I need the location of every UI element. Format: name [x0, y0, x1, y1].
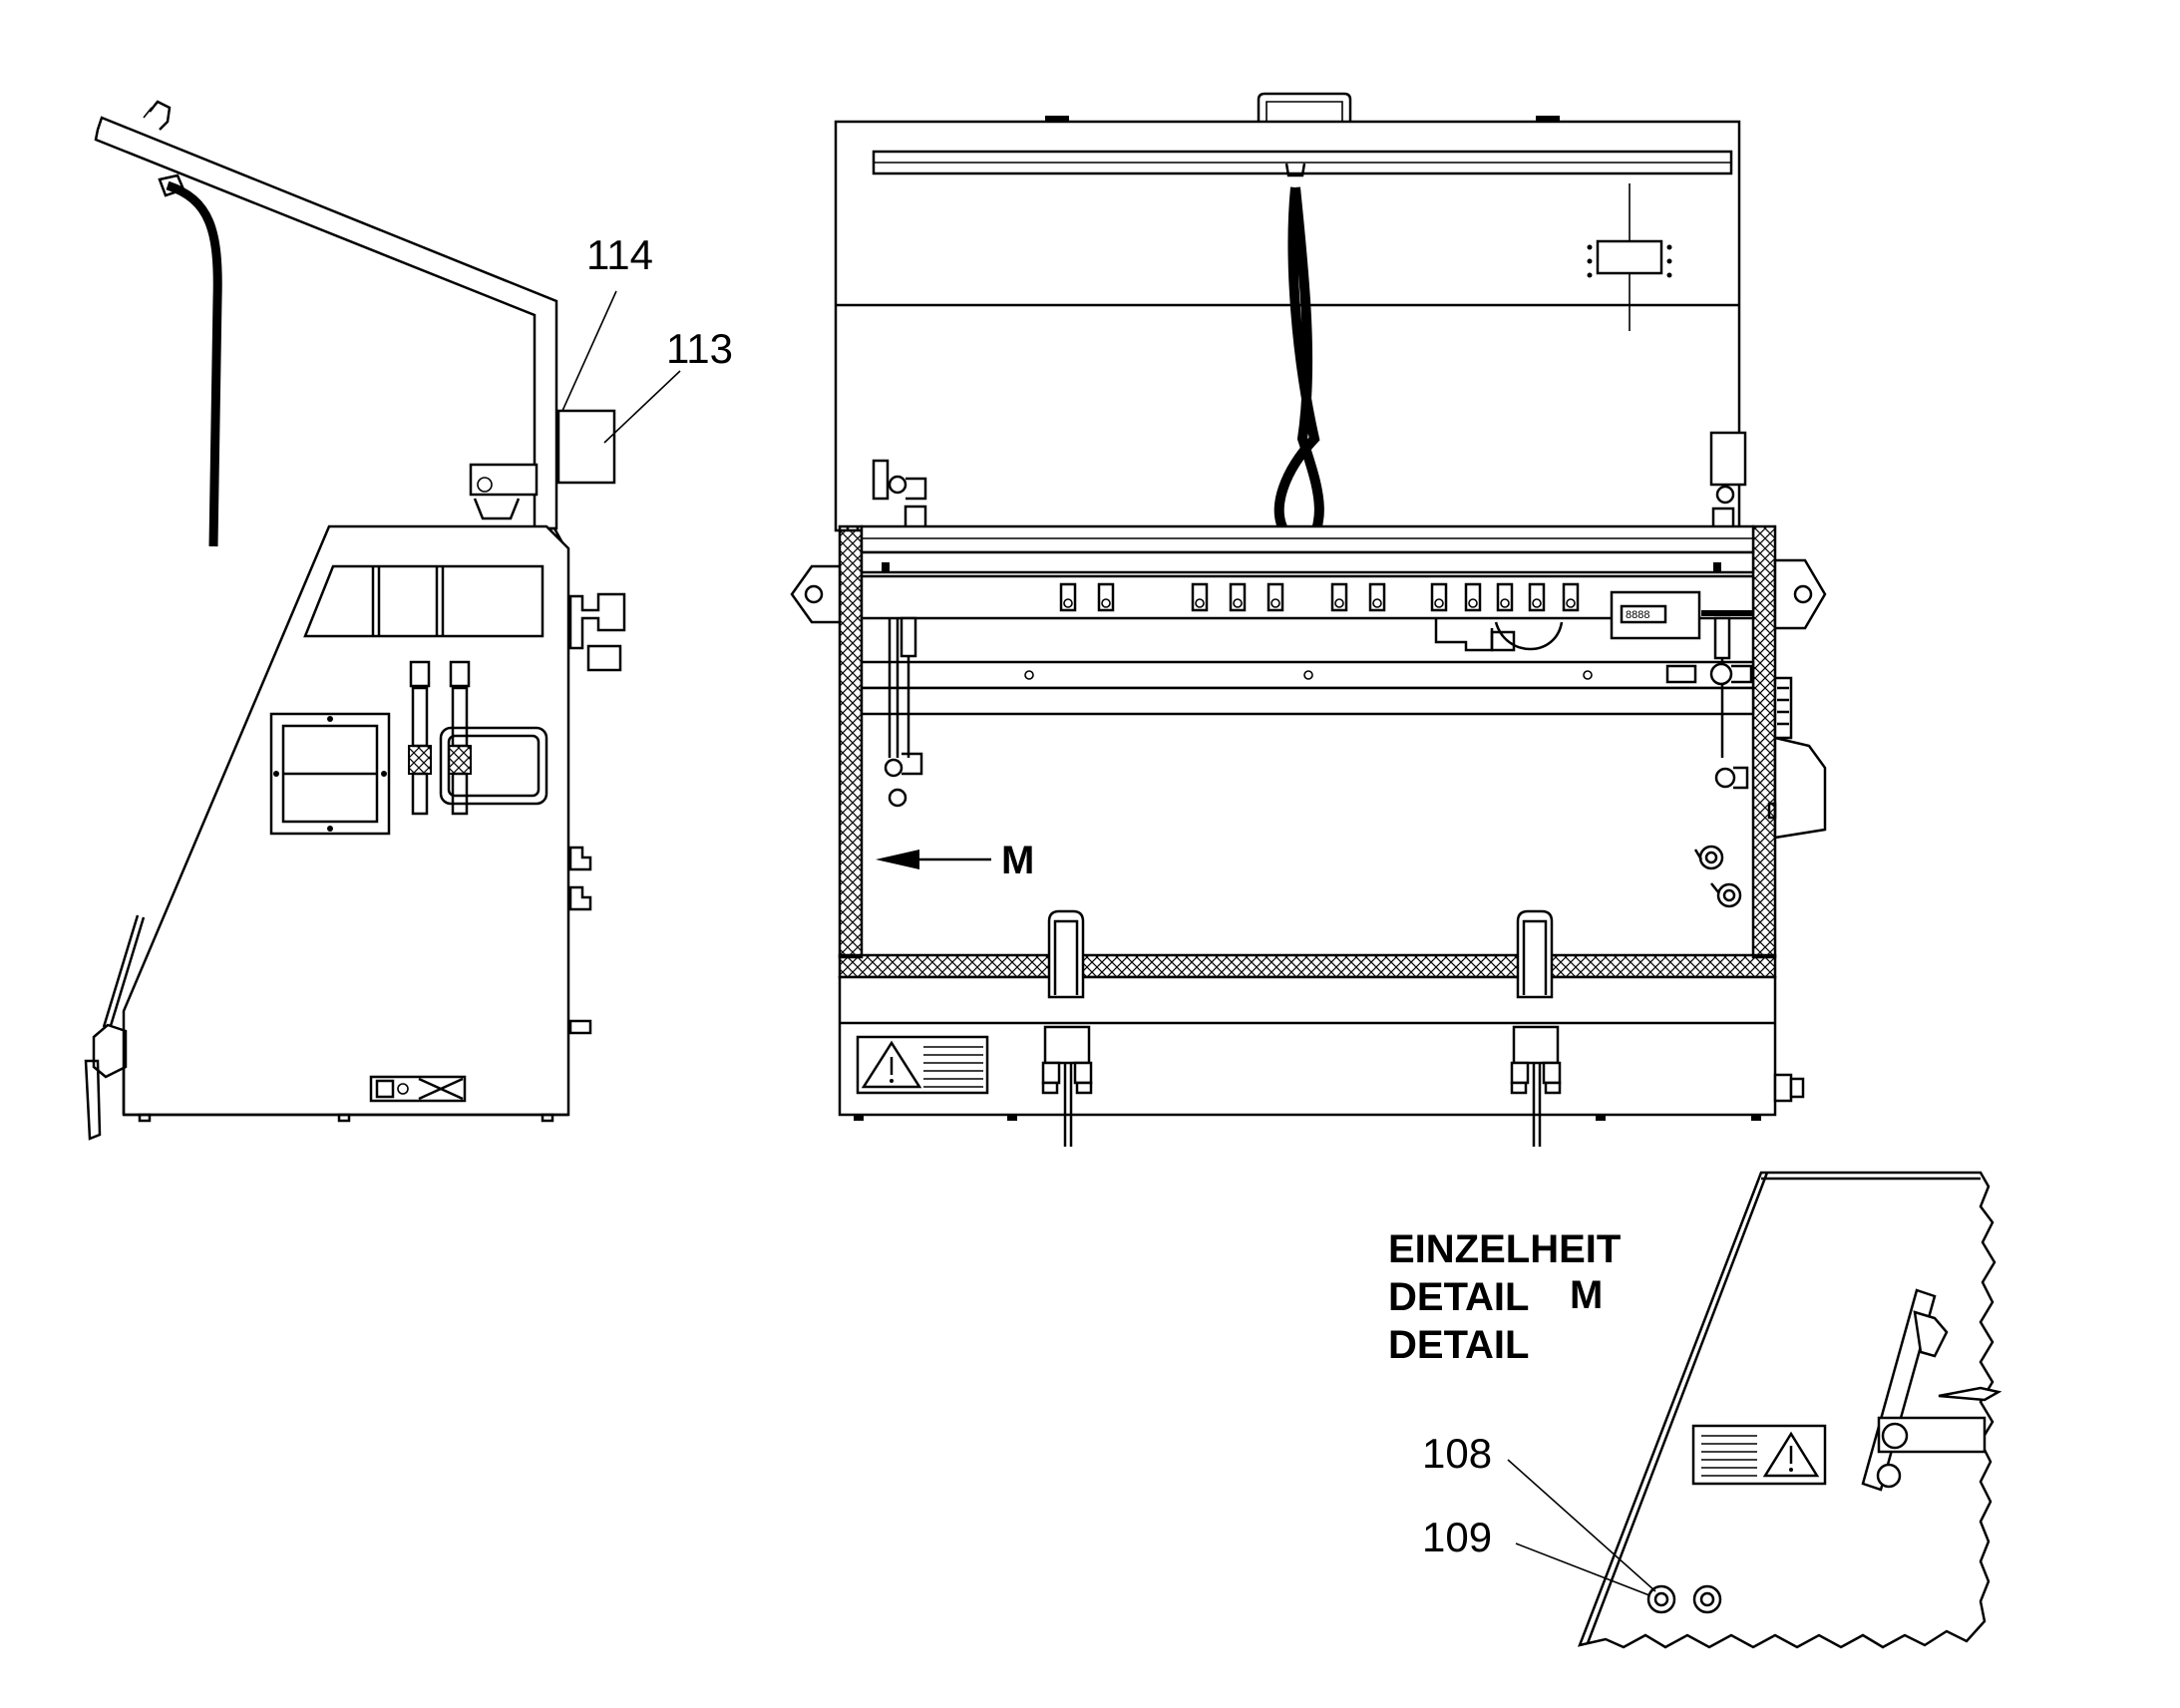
- rail-switch: [1430, 582, 1448, 612]
- front-lower-body: [838, 975, 1777, 1117]
- part-113-block: [556, 409, 616, 485]
- front-switch-row: [1059, 582, 1580, 612]
- front-left-lug: [790, 564, 842, 624]
- rail-switch: [1368, 582, 1386, 612]
- side-lid-rope: [166, 180, 222, 547]
- detail-m-body: [1577, 1171, 1997, 1649]
- front-control-rail: [860, 574, 1755, 620]
- detail-title-line2: DETAIL: [1388, 1275, 1529, 1319]
- front-clamp-left: [1041, 909, 1093, 1147]
- rail-switch-knob: [1233, 598, 1243, 608]
- front-right-lug: [1773, 558, 1827, 630]
- rail-switch: [1330, 582, 1348, 612]
- side-handle: [439, 726, 548, 806]
- rail-switch-knob: [1101, 598, 1111, 608]
- rail-switch-knob: [1334, 598, 1344, 608]
- front-lid-handle: [1257, 92, 1352, 122]
- side-lever: [102, 914, 146, 1030]
- front-digital-display: [1610, 590, 1701, 640]
- rail-switch-knob: [1063, 598, 1073, 608]
- rail-switch-knob: [1271, 598, 1280, 608]
- detail-title-letter: M: [1570, 1273, 1603, 1317]
- detail-fitting-109: [1692, 1584, 1722, 1614]
- rail-switch-knob: [1434, 598, 1444, 608]
- detail-title-line3: DETAIL: [1388, 1323, 1529, 1367]
- rail-switch: [1059, 582, 1077, 612]
- detail-m-view: [1577, 1171, 2002, 1649]
- rail-switch: [1528, 582, 1546, 612]
- side-view: [84, 100, 626, 1141]
- front-clamp-right: [1510, 909, 1562, 1147]
- rail-switch: [1191, 582, 1209, 612]
- rail-switch-knob: [1468, 598, 1478, 608]
- rail-switch-knob: [1566, 598, 1576, 608]
- detail-fitting-108: [1646, 1584, 1676, 1614]
- front-view: 8888: [790, 92, 1827, 1147]
- rail-switch-knob: [1195, 598, 1205, 608]
- view-arrow-m-label: M: [1001, 839, 1034, 882]
- svg-text:8888: 8888: [1626, 609, 1649, 621]
- callout-108: 108: [1422, 1430, 1492, 1477]
- rail-switch: [1097, 582, 1115, 612]
- rail-switch-knob: [1532, 598, 1542, 608]
- rail-switch: [1229, 582, 1247, 612]
- detail-title-line1: EINZELHEIT: [1388, 1227, 1621, 1271]
- rail-switch: [1562, 582, 1580, 612]
- rail-switch: [1464, 582, 1482, 612]
- callout-109: 109: [1422, 1514, 1492, 1560]
- front-right-panel: [1773, 736, 1827, 840]
- callout-114: 114: [586, 231, 653, 278]
- callout-113: 113: [666, 325, 733, 372]
- front-lid-panel: [834, 120, 1741, 532]
- rail-switch-knob: [1372, 598, 1382, 608]
- rail-switch: [1496, 582, 1514, 612]
- side-connectors: [408, 660, 472, 816]
- rail-switch-knob: [1500, 598, 1510, 608]
- rail-switch: [1267, 582, 1284, 612]
